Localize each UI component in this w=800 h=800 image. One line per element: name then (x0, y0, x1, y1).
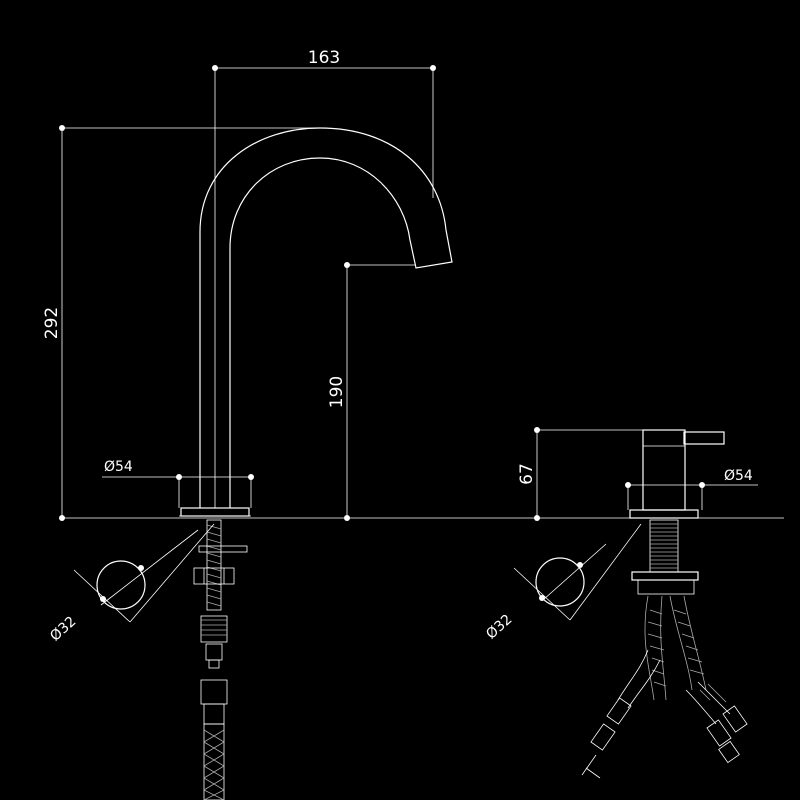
handle-body (629, 429, 725, 519)
spout-body (179, 127, 453, 517)
left-hole-diameter-dimension: Ø32 (47, 523, 215, 645)
left-shank-assembly (193, 519, 248, 800)
spout-reach-dimension: 163 (212, 48, 436, 508)
spout-height-label: 190 (327, 376, 347, 408)
left-base-diameter-label: Ø54 (104, 459, 133, 475)
total-height-dimension: 292 (42, 125, 320, 521)
handle-height-label: 67 (517, 463, 537, 485)
left-hole-diameter-label: Ø32 (47, 613, 79, 644)
right-hole-diameter-label: Ø32 (483, 611, 515, 642)
handle-height-dimension: 67 (517, 427, 643, 521)
right-hole-diameter-dimension: Ø32 (483, 523, 642, 643)
total-height-label: 292 (42, 307, 62, 339)
spout-height-dimension: 190 (327, 262, 416, 521)
right-base-diameter-label: Ø54 (724, 468, 753, 484)
right-hole-circle (535, 557, 585, 607)
left-base-diameter-dimension: Ø54 (102, 459, 254, 508)
spout-reach-label: 163 (308, 48, 340, 68)
right-base-diameter-dimension: Ø54 (625, 468, 758, 510)
right-flex-hoses (581, 595, 748, 779)
left-hole-circle (96, 560, 146, 610)
right-shank-assembly (631, 519, 699, 595)
